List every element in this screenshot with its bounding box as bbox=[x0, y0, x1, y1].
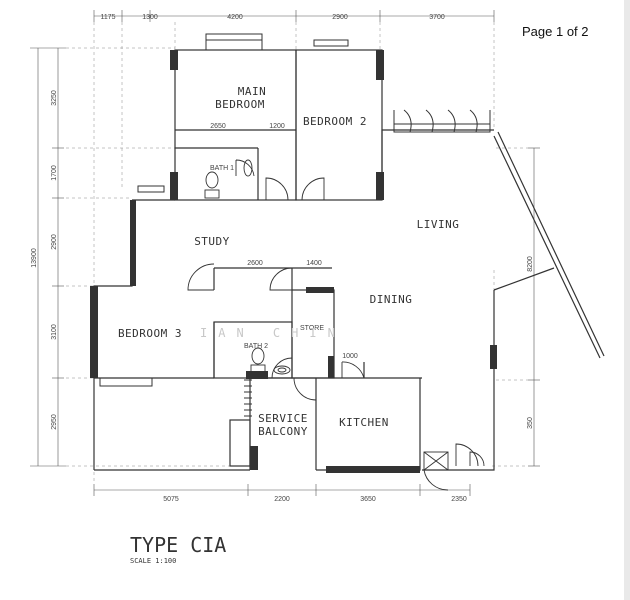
dim-interior-1: 2650 bbox=[210, 123, 226, 130]
room-label-bedroom-3: BEDROOM 3 bbox=[118, 327, 182, 340]
dim-top-4: 2900 bbox=[332, 14, 348, 21]
columns bbox=[90, 50, 497, 473]
dim-interior-2: 1200 bbox=[269, 123, 285, 130]
dim-bottom-2: 2200 bbox=[274, 496, 290, 503]
room-label-living: LIVING bbox=[417, 218, 460, 231]
plan-title: TYPE CIA bbox=[130, 533, 226, 557]
page-indicator: Page 1 of 2 bbox=[522, 24, 589, 39]
dim-left-1: 3250 bbox=[51, 90, 58, 106]
room-label-dining: DINING bbox=[370, 293, 413, 306]
dim-left-total: 13900 bbox=[31, 248, 38, 268]
room-label-kitchen: KITCHEN bbox=[339, 416, 389, 429]
dim-bottom-4: 2350 bbox=[451, 496, 467, 503]
room-label-service-balcony-line2: BALCONY bbox=[258, 425, 308, 438]
dim-right-2: 350 bbox=[527, 417, 534, 429]
dim-bottom-1: 5075 bbox=[163, 496, 179, 503]
dim-left-4: 3100 bbox=[51, 324, 58, 340]
walls bbox=[93, 49, 605, 471]
room-label-bedroom-2: BEDROOM 2 bbox=[303, 115, 367, 128]
dim-interior-4: 1400 bbox=[306, 260, 322, 267]
page-edge bbox=[624, 0, 630, 600]
dim-left-2: 1700 bbox=[51, 165, 58, 181]
room-label-bath-2: BATH 2 bbox=[244, 343, 268, 350]
room-label-store: STORE bbox=[300, 325, 324, 332]
dim-top-3: 4200 bbox=[227, 14, 243, 21]
room-label-bath-1: BATH 1 bbox=[210, 165, 234, 172]
room-label-service-balcony-line1: SERVICE bbox=[258, 412, 308, 425]
dim-left-3: 2900 bbox=[51, 234, 58, 250]
dimension-lines bbox=[30, 10, 540, 496]
dim-top-2: 1300 bbox=[142, 14, 158, 21]
dim-left-5: 2950 bbox=[51, 414, 58, 430]
windows bbox=[99, 33, 491, 387]
room-label-main-bedroom-line1: MAIN bbox=[238, 85, 267, 98]
door-swings bbox=[187, 159, 485, 491]
room-label-main-bedroom-line2: BEDROOM bbox=[215, 98, 265, 111]
dim-top-5: 3700 bbox=[429, 14, 445, 21]
watermark: IAN CHIN bbox=[200, 326, 346, 340]
dim-bottom-3: 3650 bbox=[360, 496, 376, 503]
room-label-study: STUDY bbox=[194, 235, 230, 248]
fixtures bbox=[204, 159, 291, 417]
dim-top-1: 1175 bbox=[100, 14, 115, 21]
dim-interior-3: 2600 bbox=[247, 260, 263, 267]
dim-interior-5: 1000 bbox=[342, 353, 358, 360]
scale-label: SCALE 1:100 bbox=[130, 557, 176, 565]
dim-right-1: 8200 bbox=[527, 256, 534, 272]
